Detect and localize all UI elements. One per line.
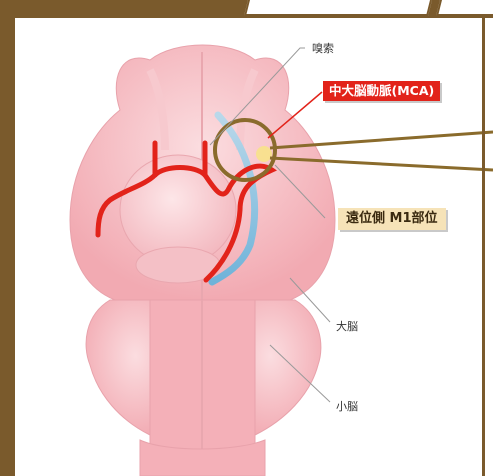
cerebellum-label: 小脳 xyxy=(336,398,358,414)
distal-m1-label: 遠位側 M1部位 xyxy=(338,208,446,230)
olfactory-tract-label: 嗅索 xyxy=(312,40,334,56)
mca-label: 中大脳動脈(MCA) xyxy=(323,81,440,101)
cerebrum-label: 大脳 xyxy=(336,318,358,334)
distal-m1-highlight xyxy=(256,146,272,162)
right-frame-line xyxy=(482,18,485,476)
